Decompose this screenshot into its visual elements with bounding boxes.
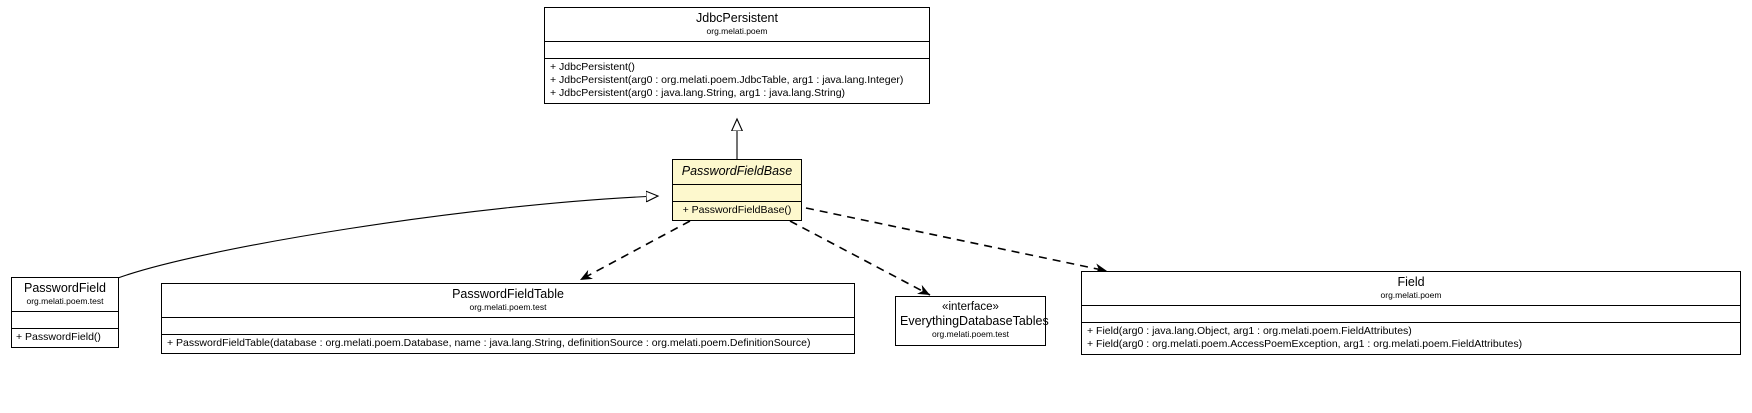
class-attributes-field [1082,306,1740,323]
class-package-everythingdatabasetables: org.melati.poem.test [931,329,1009,339]
class-name-passwordfieldtable: PasswordFieldTable [452,287,564,301]
class-header-passwordfieldtable: PasswordFieldTable org.melati.poem.test [162,284,854,318]
class-box-passwordfield[interactable]: PasswordField org.melati.poem.test + Pas… [11,277,119,348]
class-operations-passwordfield: + PasswordField() [12,329,118,347]
class-box-field[interactable]: Field org.melati.poem + Field(arg0 : jav… [1081,271,1741,355]
class-box-passwordfieldbase[interactable]: PasswordFieldBase + PasswordFieldBase() [672,159,802,221]
class-package-jdbcpersistent: org.melati.poem [706,26,768,36]
operation-row: + Field(arg0 : java.lang.Object, arg1 : … [1087,325,1412,337]
class-attributes-passwordfield [12,312,118,329]
operation-row: + PasswordFieldBase() [682,204,792,216]
class-name-everythingdatabasetables: EverythingDatabaseTables [900,314,1049,328]
operation-row: + PasswordField() [16,331,101,343]
operation-row: + JdbcPersistent(arg0 : java.lang.String… [550,87,846,99]
class-package-passwordfield: org.melati.poem.test [26,296,104,306]
class-name-field: Field [1397,275,1425,289]
class-header-jdbcpersistent: JdbcPersistent org.melati.poem [545,8,929,42]
class-attributes-passwordfieldtable [162,318,854,335]
class-attributes-passwordfieldbase [673,185,801,202]
operation-row: + JdbcPersistent() [550,61,635,73]
class-header-everythingdatabasetables: «interface» EverythingDatabaseTables org… [896,297,1049,345]
class-stereotype-everythingdatabasetables: «interface» [942,301,999,313]
edge-dependency-passwordfieldbase-field [805,207,1108,274]
operation-row: + PasswordFieldTable(database : org.mela… [167,337,811,349]
class-header-field: Field org.melati.poem [1082,272,1740,306]
operation-row: + JdbcPersistent(arg0 : org.melati.poem.… [550,74,904,86]
class-name-jdbcpersistent: JdbcPersistent [696,11,778,25]
edge-dependency-passwordfieldbase-passwordfieldtable [579,220,691,281]
operation-row: + Field(arg0 : org.melati.poem.AccessPoe… [1087,338,1523,350]
class-header-passwordfieldbase: PasswordFieldBase [673,160,801,185]
class-operations-passwordfieldbase: + PasswordFieldBase() [673,202,801,220]
class-box-jdbcpersistent[interactable]: JdbcPersistent org.melati.poem + JdbcPer… [544,7,930,104]
class-operations-field: + Field(arg0 : java.lang.Object, arg1 : … [1082,323,1740,354]
class-operations-passwordfieldtable: + PasswordFieldTable(database : org.mela… [162,335,854,353]
class-operations-jdbcpersistent: + JdbcPersistent() + JdbcPersistent(arg0… [545,59,929,103]
class-package-field: org.melati.poem [1380,290,1442,300]
class-name-passwordfieldbase: PasswordFieldBase [681,164,793,178]
class-box-passwordfieldtable[interactable]: PasswordFieldTable org.melati.poem.test … [161,283,855,354]
class-name-passwordfield: PasswordField [24,281,106,295]
class-header-passwordfield: PasswordField org.melati.poem.test [12,278,118,312]
class-attributes-jdbcpersistent [545,42,929,59]
class-package-passwordfieldtable: org.melati.poem.test [469,302,547,312]
class-box-everythingdatabasetables[interactable]: «interface» EverythingDatabaseTables org… [895,296,1049,346]
edge-generalization-passwordfield-passwordfieldbase [117,196,658,279]
